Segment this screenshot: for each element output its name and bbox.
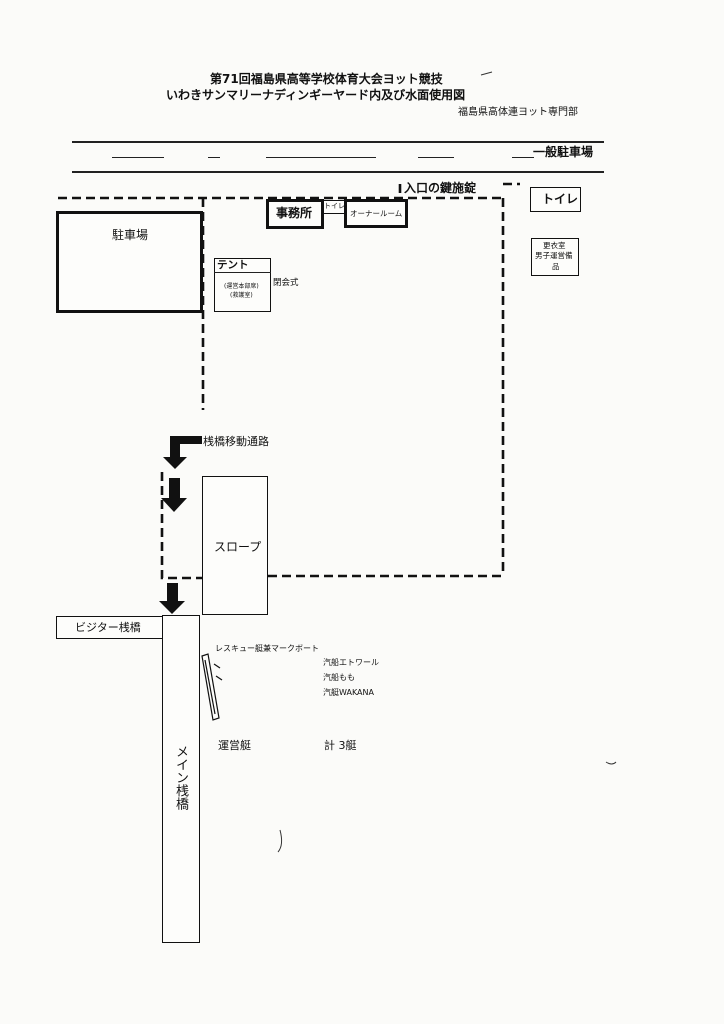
tent-label: テント	[217, 259, 249, 271]
tent	[214, 258, 271, 312]
ops-boat-label: 運営艇	[218, 739, 251, 752]
down-arrow-icon	[159, 583, 185, 614]
toilet-right-label: トイレ	[542, 192, 579, 206]
changing-room-label: 品	[552, 262, 560, 271]
boat-label: 汽船エトワール	[323, 658, 379, 667]
route-arrows	[159, 436, 202, 614]
visitor-pier-label: ビジター桟橋	[75, 621, 141, 634]
road-center-dash	[418, 157, 454, 159]
boat-label: 汽艇WAKANA	[323, 688, 374, 697]
main-pier-label: メイン桟橋	[173, 745, 188, 810]
slope	[202, 476, 268, 615]
road-line-bottom	[72, 171, 604, 173]
rescue-label: レスキュー艇兼マークボート	[215, 644, 319, 653]
tent-divider	[214, 272, 271, 274]
pier-route-label: 桟橋移動通路	[203, 435, 269, 448]
closing-ceremony-label: 閉会式	[273, 278, 299, 288]
main-pier	[162, 615, 200, 943]
owner-room	[344, 199, 408, 228]
road-center-dash	[208, 157, 220, 159]
office-building	[266, 199, 324, 229]
page-title: 第71回福島県高等学校体育大会ヨット競技	[210, 72, 443, 86]
road-center-dash	[112, 157, 164, 159]
changing-room-label: 更衣室	[543, 241, 566, 250]
down-arrow-icon	[161, 478, 187, 512]
boat-total-label: 計 3艇	[324, 739, 357, 752]
road-center-dash	[512, 157, 534, 159]
owner-room-label: オーナールーム	[350, 209, 403, 218]
page-subtitle: いわきサンマリーナディンギーヤード内及び水面使用図	[166, 88, 466, 102]
parking-area	[56, 211, 203, 313]
office-label: 事務所	[276, 206, 313, 220]
boat-label: 汽船もも	[323, 673, 355, 682]
bent-arrow-icon	[163, 436, 202, 469]
road-line-top	[72, 141, 604, 143]
small-toilet-label: トイレ	[324, 202, 345, 210]
parking-label: 駐車場	[112, 228, 149, 242]
gate-label: 入口の鍵施錠	[404, 181, 477, 195]
road-center-dash	[266, 157, 376, 159]
changing-room	[531, 238, 579, 276]
toilet-right	[530, 187, 581, 212]
tent-sub-label: (運営本部席)	[224, 283, 259, 290]
route-boundary	[160, 472, 204, 580]
general-parking-label: 一般駐車場	[533, 145, 594, 159]
organizer-label: 福島県高体連ヨット専門部	[458, 107, 578, 118]
rescue-pontoon-icon	[201, 653, 223, 721]
tent-sub-label: (救護室)	[230, 292, 253, 299]
slope-label: スロープ	[214, 540, 262, 554]
changing-room-label: 男子運営備	[535, 251, 573, 260]
